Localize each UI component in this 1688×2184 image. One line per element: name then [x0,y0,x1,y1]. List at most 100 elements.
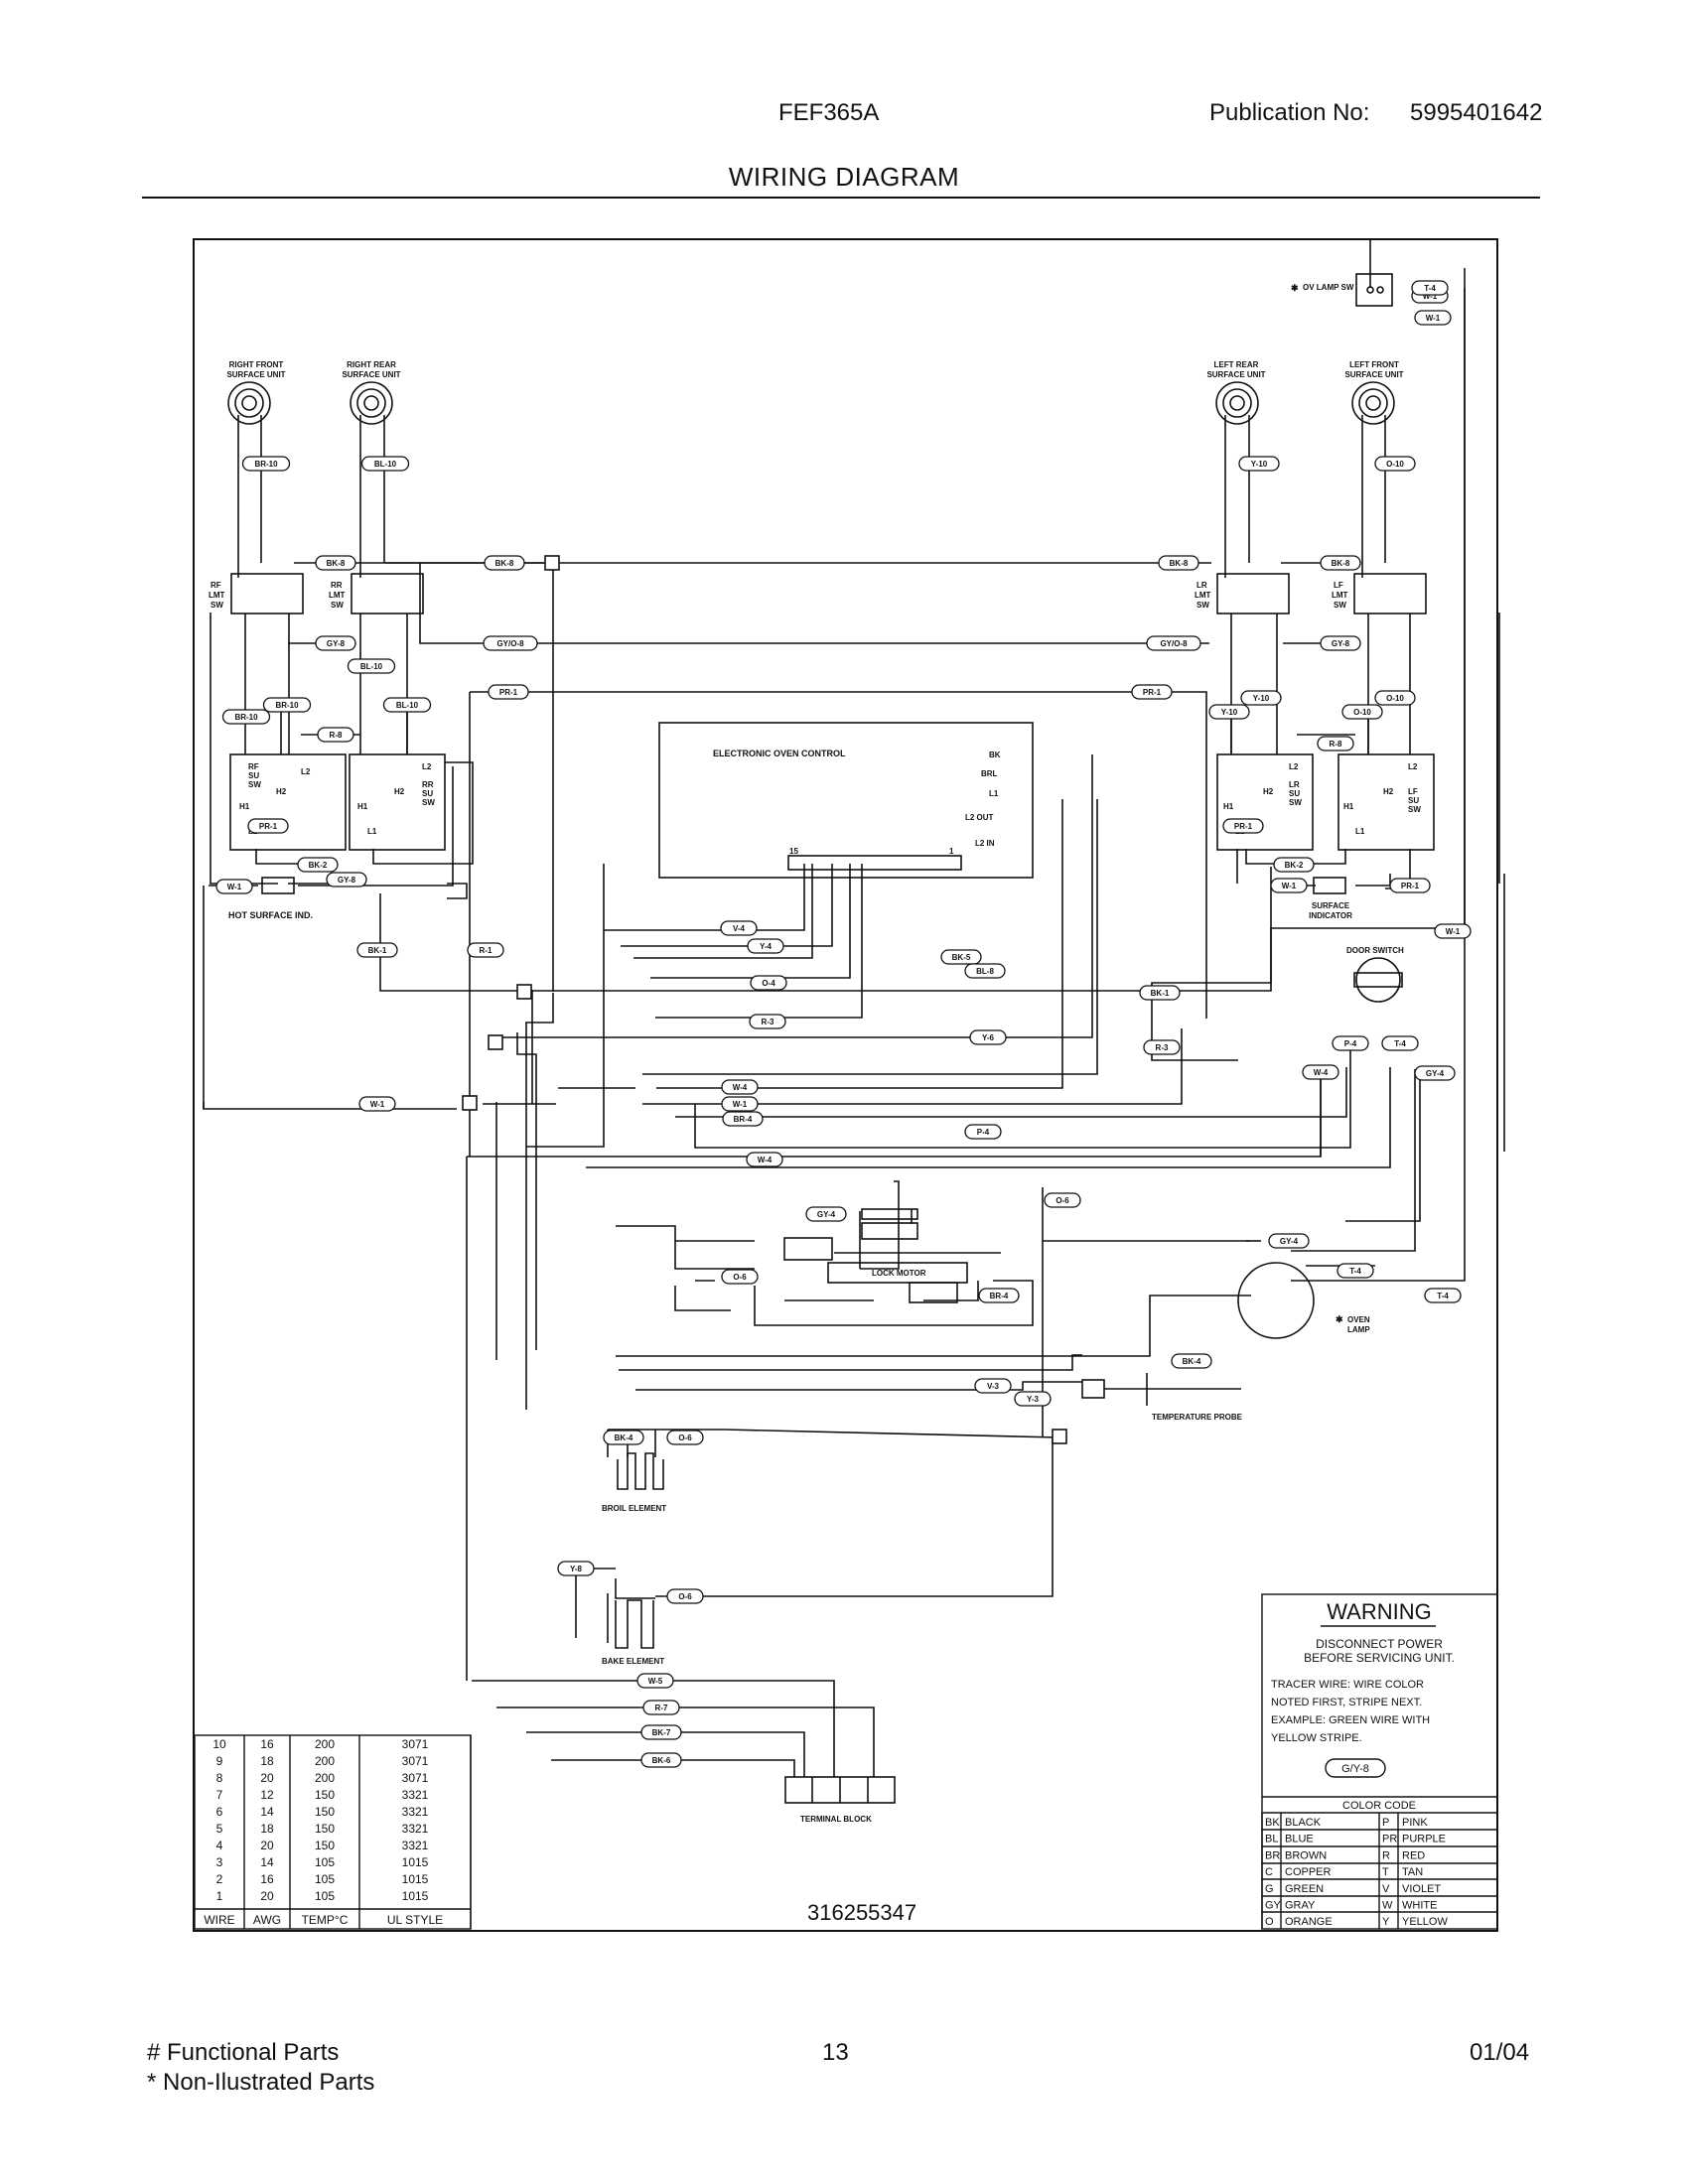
svg-text:W-1: W-1 [733,1100,748,1109]
svg-text:BK-8: BK-8 [327,559,346,568]
svg-text:W-1: W-1 [227,883,242,891]
wire-tag-bk5: BK-5 [940,949,982,965]
svg-text:R-3: R-3 [1156,1043,1169,1052]
rf-unit-label-1: RIGHT FRONT [229,360,284,369]
wire-tag-gy4a: GY-4 [1414,1065,1456,1081]
awg-cell: 16 [260,1737,274,1751]
color-code-cell: BK [1265,1817,1280,1829]
awg-cell: 3071 [402,1771,429,1785]
wire-tag-pr1c: PR-1 [247,818,289,834]
tracer-line-4: YELLOW STRIPE. [1271,1732,1362,1744]
awg-cell: 200 [315,1737,335,1751]
rr-su-l2: L2 [422,762,432,771]
color-code-cell: O [1265,1916,1274,1928]
svg-text:R-3: R-3 [762,1018,774,1026]
color-code-cell: PR [1382,1834,1397,1845]
rr-lmt-label-1: RR [331,581,343,590]
svg-text:Y-10: Y-10 [1253,694,1270,703]
awg-cell: 1015 [402,1872,429,1886]
svg-text:W-1: W-1 [1282,882,1297,890]
svg-text:BK-8: BK-8 [1332,559,1350,568]
wire-tag-p4b: P-4 [964,1124,1002,1140]
svg-text:O-6: O-6 [678,1433,692,1442]
lf-su-label-3: SW [1408,805,1421,814]
svg-text:BK-2: BK-2 [309,861,328,870]
color-code-cell: VIOLET [1402,1883,1441,1895]
eoc-pin-1: 1 [949,847,954,856]
terminal-block-label: TERMINAL BLOCK [800,1815,872,1824]
lf-lmt-label-2: LMT [1332,591,1348,600]
lf-su-label-1: LF [1408,787,1418,796]
awg-cell: 10 [212,1737,226,1751]
awg-header: AWG [253,1913,281,1927]
eoc-term-l2out: L2 OUT [965,813,994,822]
svg-text:R-8: R-8 [1330,740,1342,749]
awg-cell: 3321 [402,1805,429,1819]
wire-tag-y3: Y-3 [1014,1391,1052,1407]
wire-tag-bk1b: BK-1 [1139,985,1181,1001]
diagram-frame [193,238,1498,1932]
wire-tag-r8a: R-8 [317,727,354,743]
wire-tag-v4: V-4 [720,920,758,936]
surface-indicator [1313,877,1346,894]
wire-tag-w1g: W-1 [721,1096,759,1112]
svg-text:BK-8: BK-8 [1170,559,1189,568]
lf-limit-switch [1353,573,1427,614]
wire-tag-br10c: BR-10 [221,709,271,725]
svg-text:GY-4: GY-4 [817,1210,836,1219]
wire-tag-rf_br10: BR-10 [241,456,291,472]
svg-text:W-1: W-1 [1446,927,1461,936]
color-code-cell: GREEN [1285,1883,1324,1895]
wire-tag-w1a: W-1 [215,879,253,894]
awg-cell: 18 [260,1754,274,1768]
rf-su-label-2: SU [248,771,259,780]
rr-su-label-3: SW [422,798,435,807]
wire-tag-pr1e: PR-1 [1389,878,1431,893]
svg-text:GY-4: GY-4 [1280,1237,1299,1246]
color-code-cell: PINK [1402,1817,1428,1829]
wire-tag-o6: O-6 [1044,1192,1081,1208]
color-code-cell: WHITE [1402,1900,1437,1912]
wire-tag-br10b: BR-10 [262,697,312,713]
wire-tag-w4a: W-4 [721,1079,759,1095]
publication-number: 5995401642 [1410,99,1543,126]
color-code-cell: TAN [1402,1866,1423,1878]
awg-cell: 4 [216,1839,223,1852]
wire-tag-w1b: W-1 [1270,878,1308,893]
color-code-cell: BL [1265,1834,1278,1845]
door-switch [1355,957,1401,1003]
rf-su-h2: H2 [276,787,287,796]
ov-lamp-sw-label: OV LAMP SW [1303,283,1354,292]
wire-tag-o6c: O-6 [666,1430,704,1445]
color-code-cell: BLUE [1285,1834,1314,1845]
temperature-probe-plug [1081,1379,1105,1399]
wire-tag-y10c: Y-10 [1208,704,1250,720]
awg-header: UL STYLE [387,1913,443,1927]
awg-cell: 105 [315,1855,335,1869]
svg-text:BK-6: BK-6 [652,1756,671,1765]
awg-cell: 8 [216,1771,223,1785]
svg-text:BL-10: BL-10 [360,662,383,671]
warning-title: WARNING [1327,1599,1432,1624]
awg-cell: 3321 [402,1822,429,1836]
svg-text:W-1: W-1 [1426,314,1441,323]
awg-cell: 20 [260,1839,274,1852]
awg-cell: 14 [260,1805,274,1819]
awg-cell: 20 [260,1771,274,1785]
lf-su-h2: H2 [1383,787,1394,796]
awg-cell: 5 [216,1822,223,1836]
svg-text:P-4: P-4 [977,1128,990,1137]
svg-text:BK-1: BK-1 [1151,989,1170,998]
svg-text:PR-1: PR-1 [1401,882,1420,890]
example-tag: G/Y-8 [1341,1763,1369,1775]
lr-lmt-label-1: LR [1196,581,1207,590]
wire-tag-o4: O-4 [750,975,787,991]
wire-tag-bk1a: BK-1 [356,942,398,958]
lock-motor [827,1262,968,1284]
wire-tag-bl10b: BL-10 [347,658,396,674]
wire-tag-w4c: W-4 [1302,1064,1339,1080]
wire-tag-t4a: T-4 [1411,280,1449,296]
awg-cell: 1015 [402,1889,429,1903]
wire-tag-gy8b: GY-8 [1320,635,1361,651]
